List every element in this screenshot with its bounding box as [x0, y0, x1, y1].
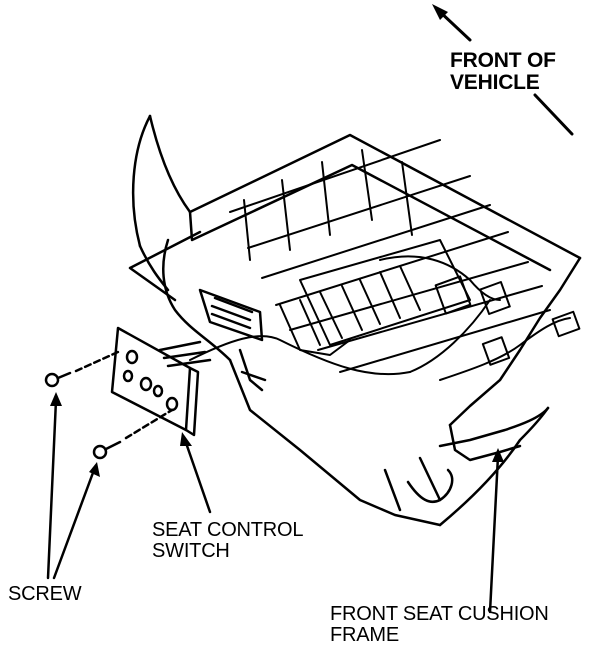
seat-control-switch: [110, 326, 212, 437]
seat-wires: [229, 139, 551, 373]
switch-mount: [198, 288, 267, 392]
front-of-vehicle-label: FRONT OF VEHICLE: [450, 49, 556, 95]
front-seat-cushion-frame-label: FRONT SEAT CUSHION FRAME: [330, 603, 549, 646]
leader-lines: [46, 392, 504, 614]
front-direction-arrow: [432, 4, 574, 136]
wiring-harness: [189, 255, 581, 381]
seat-back-outline: [131, 114, 192, 292]
screw-label: SCREW: [8, 583, 82, 605]
cushion-frame-outline: [128, 133, 582, 527]
screw-upper: [44, 350, 120, 388]
seat-control-switch-label: SEAT CONTROL SWITCH: [152, 519, 304, 562]
screw-lower: [92, 408, 174, 460]
